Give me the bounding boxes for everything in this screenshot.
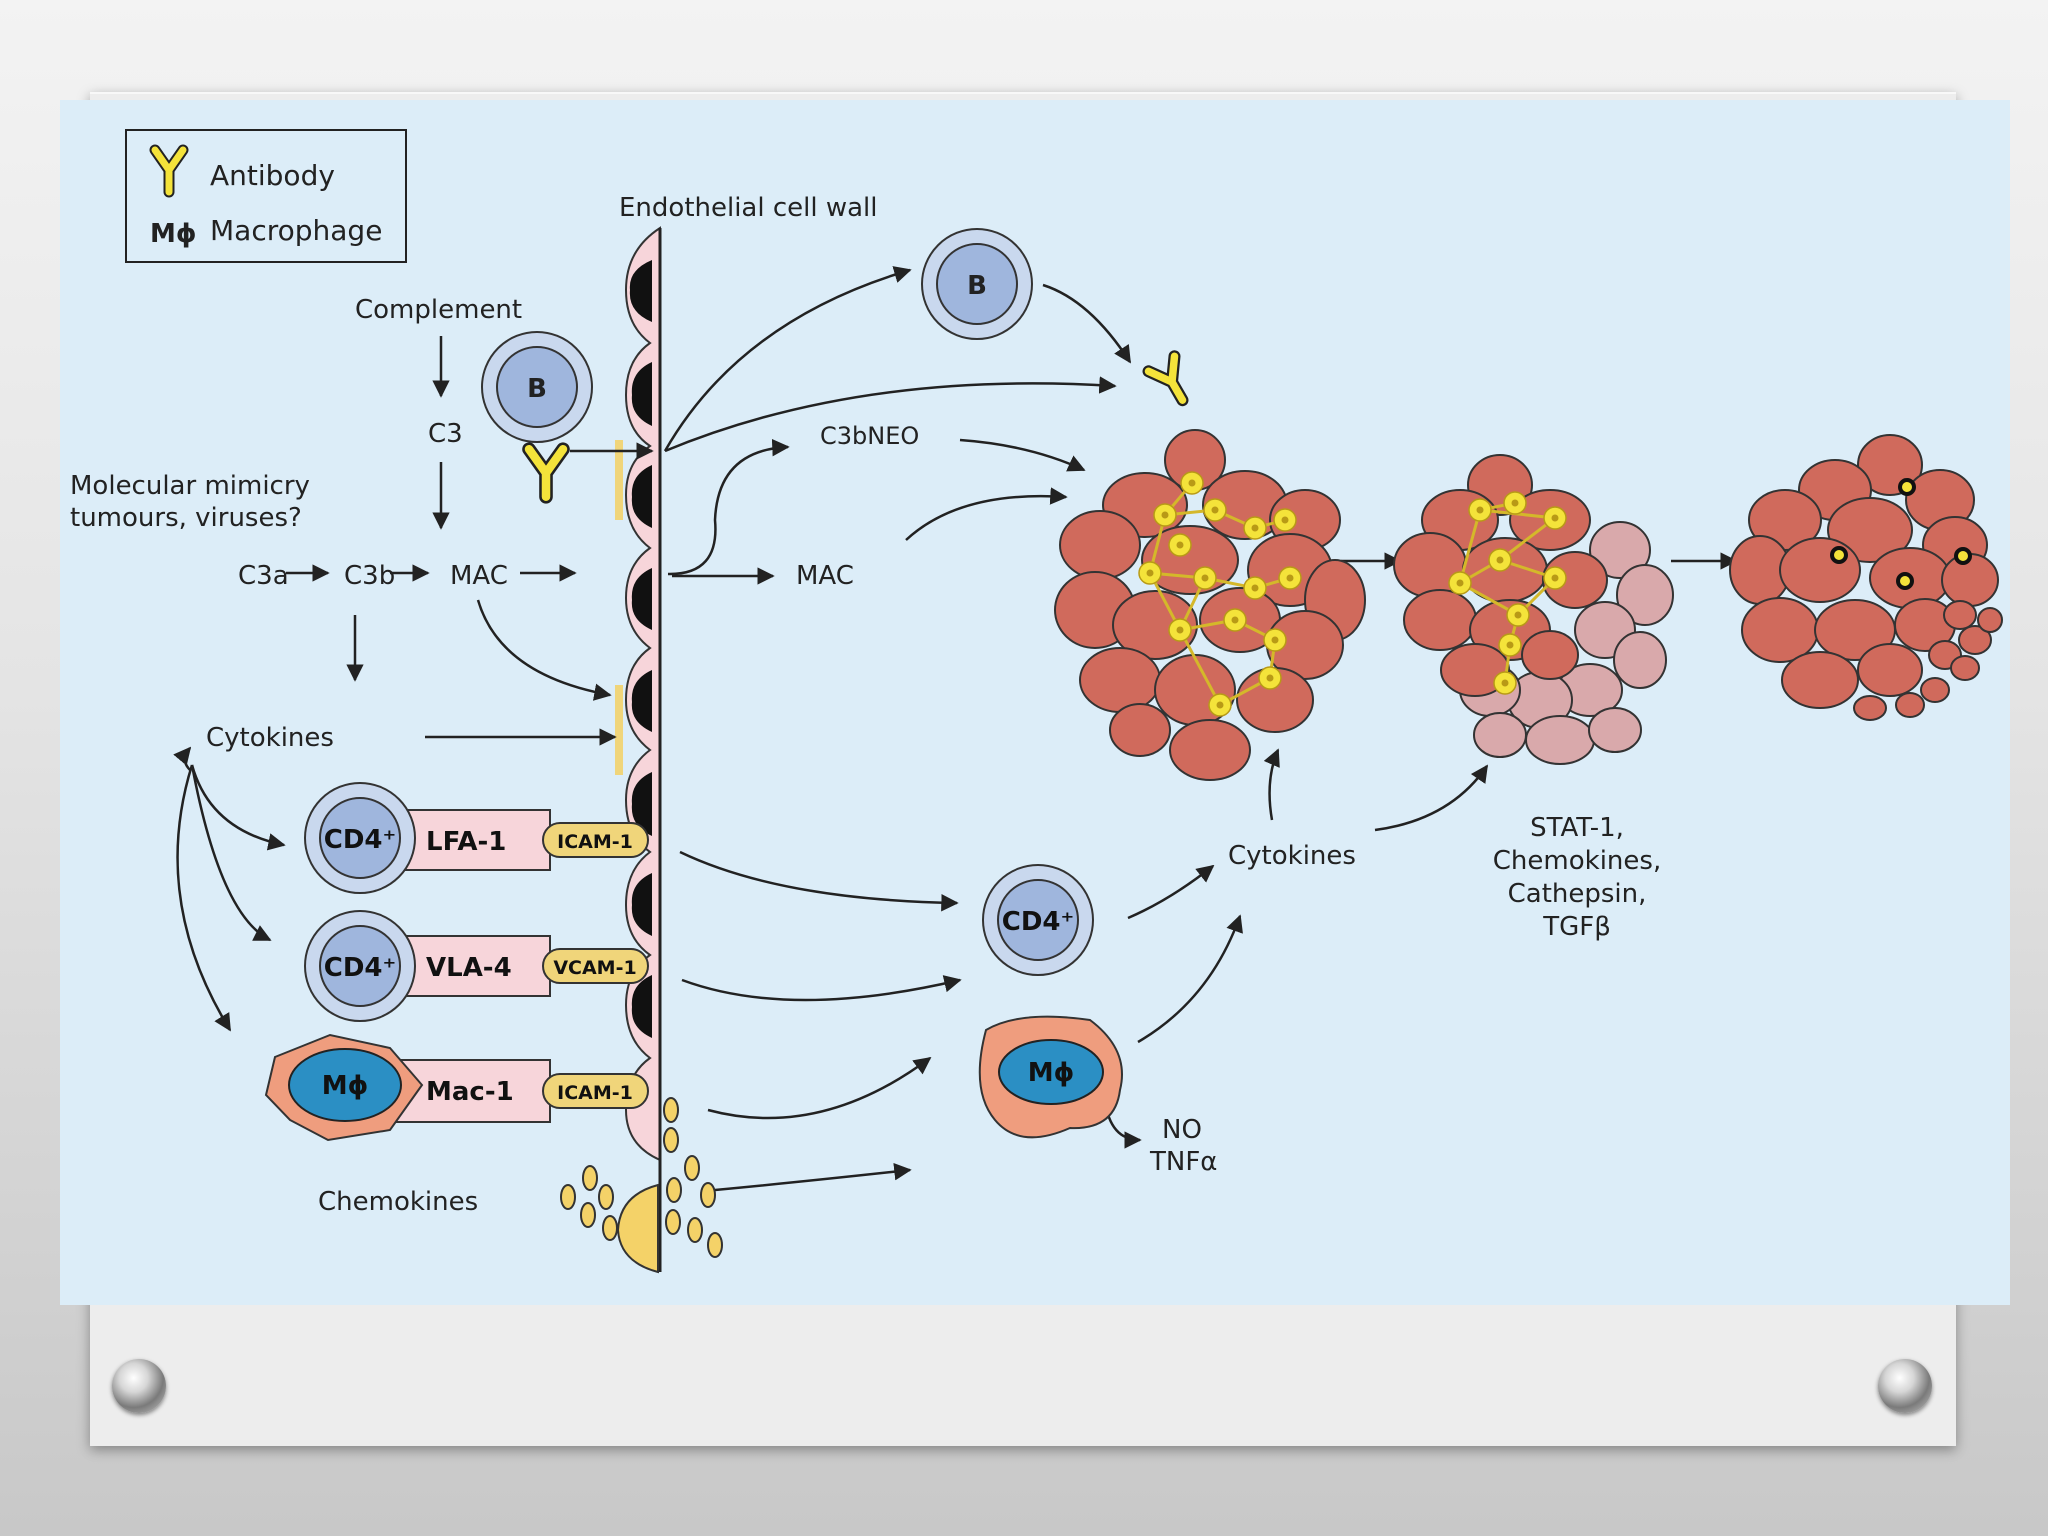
vla4-label: VLA-4 bbox=[426, 953, 512, 983]
flow-arrows bbox=[173, 266, 1738, 1192]
cd4-right: CD4⁺ bbox=[982, 864, 1094, 976]
islet-infiltrated-lymphocytes bbox=[1830, 478, 1972, 590]
islet-intact-antibody-network bbox=[1138, 471, 1302, 717]
label-c3a: C3a bbox=[238, 561, 289, 591]
chemokine-granules bbox=[560, 1097, 723, 1258]
label-complement: Complement bbox=[355, 295, 522, 325]
legend-macrophage-symbol: Mϕ bbox=[150, 219, 197, 249]
cd4-right-label: CD4⁺ bbox=[1002, 907, 1074, 937]
label-cytokines-right: Cytokines bbox=[1228, 841, 1356, 871]
rivet-right-icon bbox=[1878, 1359, 1932, 1413]
adhesion-row-2: CD4⁺ VLA-4 VCAM-1 bbox=[304, 910, 649, 1022]
legend-macrophage-label: Macrophage bbox=[210, 214, 382, 247]
pathogenesis-diagram: Antibody Mϕ Macrophage bbox=[60, 100, 2010, 1305]
legend-antibody-label: Antibody bbox=[210, 159, 335, 192]
b-cell-left-label: B bbox=[527, 374, 547, 404]
endothelial-wall bbox=[615, 226, 662, 1274]
adhesion-row-3: Mϕ Mac-1 ICAM-1 bbox=[264, 1033, 649, 1142]
label-c3bneo: C3bNEO bbox=[820, 422, 919, 450]
b-cell-right: B bbox=[921, 228, 1033, 340]
label-mimicry-line1: Molecular mimicry bbox=[70, 471, 310, 501]
cd4-row1-label: CD4⁺ bbox=[324, 825, 396, 855]
label-stat-line3: Cathepsin, bbox=[1508, 879, 1647, 909]
lfa1-label: LFA-1 bbox=[426, 827, 506, 857]
icam1-row1-label: ICAM-1 bbox=[557, 831, 633, 853]
label-stat-line1: STAT-1, bbox=[1530, 813, 1624, 843]
label-stat-line4: TGFβ bbox=[1542, 912, 1611, 942]
label-c3: C3 bbox=[428, 419, 463, 449]
macrophage-right-label: Mϕ bbox=[1028, 1058, 1075, 1088]
label-c3b: C3b bbox=[344, 561, 395, 591]
macrophage-right: Mϕ bbox=[978, 1015, 1123, 1139]
antibody-icon bbox=[149, 144, 189, 198]
legend-box: Antibody Mϕ Macrophage bbox=[125, 129, 407, 263]
icam1-row3-label: ICAM-1 bbox=[557, 1082, 633, 1104]
adhesion-row-1: CD4⁺ LFA-1 ICAM-1 bbox=[304, 782, 649, 894]
label-endothelial-wall: Endothelial cell wall bbox=[619, 193, 878, 223]
b-cell-left: B bbox=[481, 331, 593, 443]
islet-partial-antibody-network bbox=[1448, 491, 1567, 695]
mac1-label: Mac-1 bbox=[426, 1077, 514, 1107]
b-cell-right-label: B bbox=[967, 271, 987, 301]
label-mimicry-line2: tumours, viruses? bbox=[70, 503, 302, 533]
label-tnfa: TNFα bbox=[1149, 1147, 1217, 1177]
label-no: NO bbox=[1162, 1115, 1202, 1145]
macrophage-row3-label: Mϕ bbox=[322, 1071, 369, 1101]
stat-block: STAT-1, Chemokines, Cathepsin, TGFβ bbox=[1493, 813, 1661, 942]
cd4-row2-label: CD4⁺ bbox=[324, 953, 396, 983]
label-stat-line2: Chemokines, bbox=[1493, 846, 1661, 876]
label-mac-left: MAC bbox=[450, 561, 508, 591]
label-chemokines: Chemokines bbox=[318, 1187, 478, 1217]
rivet-left-icon bbox=[112, 1359, 166, 1413]
vcam1-label: VCAM-1 bbox=[553, 957, 636, 979]
label-mac-right: MAC bbox=[796, 561, 854, 591]
label-cytokines-left: Cytokines bbox=[206, 723, 334, 753]
